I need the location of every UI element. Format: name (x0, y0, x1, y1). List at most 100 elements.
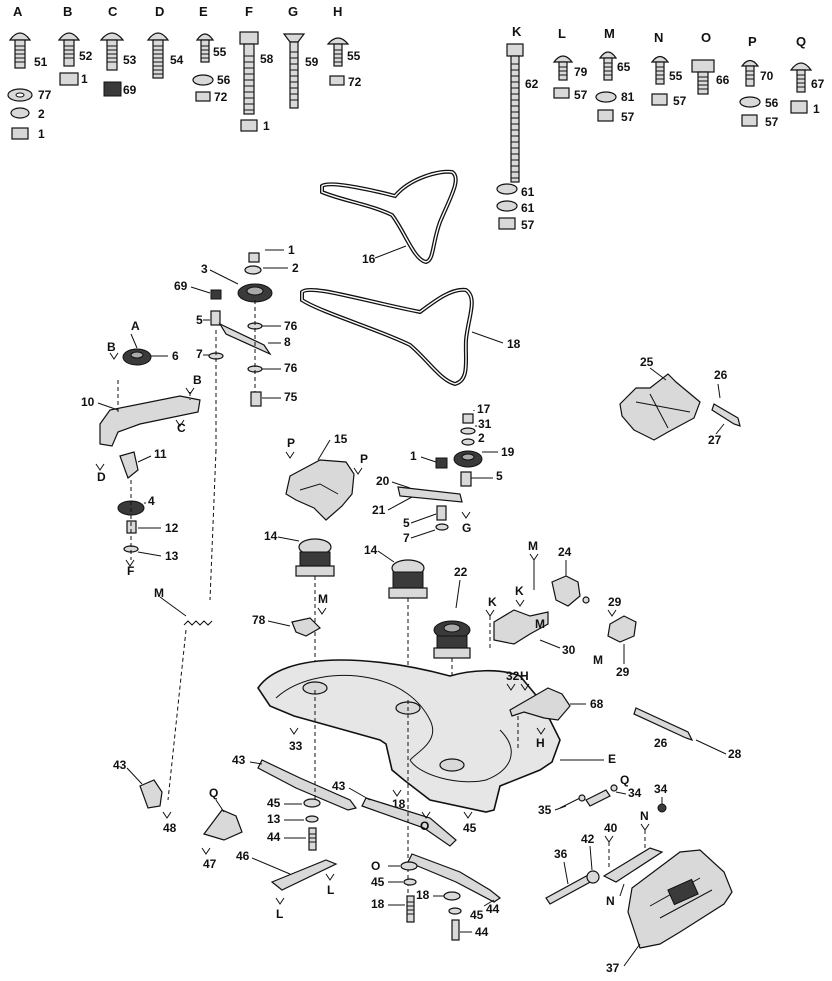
callout-label-19: 19 (501, 445, 515, 459)
hardware-row-left: A 51 77 2 1 B 52 1 C 53 69 D 54 E (7, 4, 362, 141)
callout-label-m: M (593, 653, 603, 667)
callout-label-p: P (287, 436, 295, 450)
hex-washer-head-bolt-icon (691, 59, 715, 73)
callout-label-5: 5 (496, 469, 503, 483)
callout-label-o: O (420, 819, 429, 833)
callout-label-p: P (360, 452, 368, 466)
part-number-66: 66 (716, 73, 730, 87)
part-number-55: 55 (669, 69, 683, 83)
bracket-32-assembly: 68 32 H H 26 28 (506, 669, 742, 761)
left-idler-assembly (99, 252, 273, 801)
callout-label-44: 44 (475, 925, 489, 939)
callout-label-l: L (327, 883, 334, 897)
hardware-row-right: K 62 61 61 57 L 79 57 M 65 81 57 N 55 (496, 24, 825, 232)
callout-label-45: 45 (470, 908, 484, 922)
hardware-letter-g: G (288, 4, 298, 19)
belt-guard-assembly: 25 26 27 (619, 355, 741, 447)
callout-label-h: H (536, 736, 545, 750)
callout-label-36: 36 (554, 847, 568, 861)
part-number-61: 61 (521, 185, 535, 199)
callout-label-f: F (127, 564, 134, 578)
callout-label-n: N (640, 809, 649, 823)
part-number-81: 81 (621, 90, 635, 104)
callout-label-13: 13 (165, 549, 179, 563)
hardware-letter-o: O (701, 30, 711, 45)
callout-label-3: 3 (201, 262, 208, 276)
callout-label-2: 2 (478, 431, 485, 445)
hardware-letter-b: B (63, 4, 72, 19)
callout-label-1: 1 (410, 449, 417, 463)
callout-label-5: 5 (196, 313, 203, 327)
callout-label-42: 42 (581, 832, 595, 846)
callout-label-24: 24 (558, 545, 572, 559)
callout-label-q: Q (620, 773, 629, 787)
rod-28-icon (633, 707, 694, 742)
callout-label-m: M (154, 586, 164, 600)
callout-label-69: 69 (174, 279, 188, 293)
idler-arm-icon (218, 322, 272, 356)
callout-label-2: 2 (292, 261, 299, 275)
brackets-left-bottom: 43 48 Q 47 (113, 758, 243, 871)
callout-label-18: 18 (371, 897, 385, 911)
callout-label-26: 26 (654, 736, 668, 750)
nut-icon (59, 72, 79, 86)
callout-label-28: 28 (728, 747, 742, 761)
callout-label-n: N (606, 894, 615, 908)
callout-label-68: 68 (590, 697, 604, 711)
part-number-56: 56 (217, 73, 231, 87)
bracket-30-icon (493, 609, 549, 645)
part-number-57: 57 (765, 115, 779, 129)
callout-label-h: H (520, 669, 529, 683)
callout-label-8: 8 (284, 335, 291, 349)
hardware-letter-n: N (654, 30, 663, 45)
hardware-letter-p: P (748, 34, 757, 49)
callout-label-44: 44 (267, 830, 281, 844)
callout-label-k: K (515, 584, 524, 598)
spindle-hole-icon (439, 758, 465, 772)
part-number-1: 1 (263, 119, 270, 133)
badge-44-icon (667, 878, 699, 906)
brackets-right: 24 M K K M 30 29 29 M 78 M (252, 539, 637, 679)
callout-label-46: 46 (236, 849, 250, 863)
callout-label-q: Q (209, 786, 218, 800)
callout-label-32: 32 (506, 669, 520, 683)
nut-icon (11, 127, 29, 140)
callout-label-15: 15 (334, 432, 348, 446)
callout-label-17: 17 (477, 402, 491, 416)
callout-label-14: 14 (264, 529, 278, 543)
belt-callouts: 16 18 (362, 252, 521, 351)
callout-label-16: 16 (362, 252, 376, 266)
part-number-1: 1 (813, 102, 820, 116)
part-number-62: 62 (525, 77, 539, 91)
mandrel-bracket-icon (270, 859, 338, 891)
callout-label-o: O (371, 859, 380, 873)
callout-label-1: 1 (288, 243, 295, 257)
part-number-57: 57 (621, 110, 635, 124)
part-number-58: 58 (260, 52, 274, 66)
pin-icon (585, 789, 611, 807)
part-number-69: 69 (123, 83, 137, 97)
part-number-57: 57 (574, 88, 588, 102)
callout-label-76: 76 (284, 361, 298, 375)
callout-label-27: 27 (708, 433, 722, 447)
part-number-1: 1 (81, 72, 88, 86)
part-number-53: 53 (123, 53, 137, 67)
callout-label-37: 37 (606, 961, 620, 975)
hardware-letter-k: K (512, 24, 522, 39)
callout-label-44: 44 (486, 902, 500, 916)
callout-label-26: 26 (714, 368, 728, 382)
hardware-letter-a: A (13, 4, 23, 19)
part-number-67: 67 (811, 77, 825, 91)
carriage-bolt-head-icon (8, 32, 32, 41)
bracket-24-icon (551, 575, 581, 607)
flange-nut-icon (103, 81, 122, 97)
callout-label-45: 45 (463, 821, 477, 835)
part-number-65: 65 (617, 60, 631, 74)
hardware-letter-d: D (155, 4, 164, 19)
bracket-32-icon (509, 687, 571, 721)
deck-shell-icon (257, 659, 561, 813)
lock-washer-icon (10, 107, 30, 119)
flat-head-bolt-icon (282, 33, 306, 43)
hardware-letter-m: M (604, 26, 615, 41)
